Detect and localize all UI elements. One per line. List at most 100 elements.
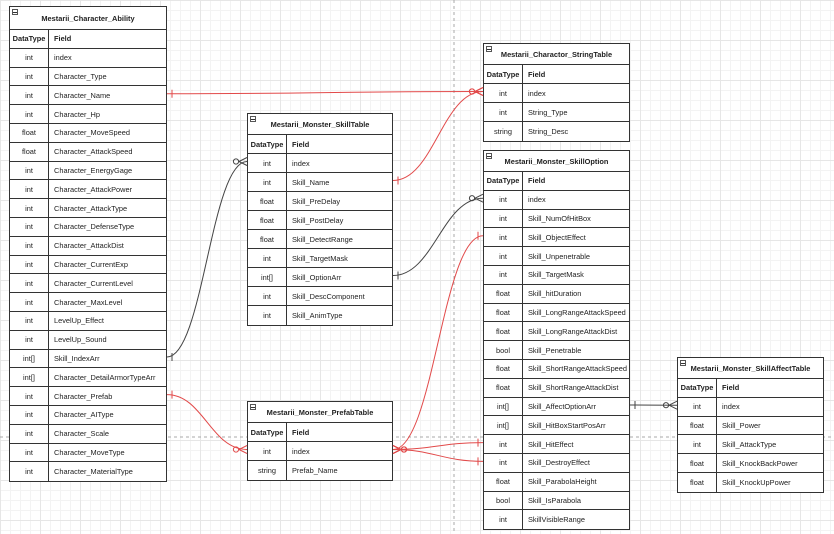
field-cell: index [528, 195, 546, 205]
table-row[interactable]: int[]Skill_IndexArr [10, 349, 166, 369]
field-cell: index [292, 158, 310, 168]
field-cell: Character_AttackDist [54, 241, 124, 251]
collapse-icon[interactable] [250, 116, 256, 122]
field-cell: Character_DefenseType [54, 222, 135, 232]
table-title[interactable]: Mestarii_Monster_SkillAffectTable [678, 358, 823, 379]
field-cell: index [528, 88, 546, 98]
table-row[interactable]: int[]Skill_AffectOptionArr [484, 397, 629, 417]
table-title[interactable]: Mestarii_Character_Ability [10, 7, 166, 30]
table-row[interactable]: int index [484, 84, 629, 103]
table-row[interactable]: int[]Character_DetailArmorTypeArr [10, 368, 166, 388]
table-title-text: Mestarii_Monster_PrefabTable [266, 407, 374, 417]
table-title[interactable]: Mestarii_Charactor_StringTable [484, 44, 629, 65]
table-title[interactable]: Mestarii_Monster_SkillTable [248, 114, 392, 135]
field-cell: Skill_DestroyEffect [528, 458, 590, 468]
field-cell: Skill_Power [722, 420, 761, 430]
field-cell: Skill_LongRangeAttackDist [528, 326, 618, 336]
collapse-icon[interactable] [12, 9, 18, 15]
table-row[interactable]: float Skill_Power [678, 416, 823, 436]
field-cell: Character_Scale [54, 429, 110, 439]
table-row[interactable]: int[]Skill_HitBoxStartPosArr [484, 416, 629, 436]
datatype-cell: int[] [10, 368, 49, 387]
datatype-cell: float [678, 416, 717, 435]
field-cell: Skill_KnockUpPower [722, 477, 791, 487]
collapse-icon[interactable] [486, 46, 492, 52]
field-cell: Skill_ShortRangeAttackSpeed [528, 364, 628, 374]
field-cell: index [292, 446, 310, 456]
collapse-icon[interactable] [680, 360, 686, 366]
field-cell: Skill_AnimType [292, 311, 343, 320]
datatype-cell: float [484, 284, 523, 303]
table-title[interactable]: Mestarii_Monster_SkillOption [484, 151, 629, 172]
datatype-cell: int [248, 173, 287, 191]
collapse-icon[interactable] [486, 153, 492, 159]
datatype-cell: int [484, 84, 523, 102]
collapse-icon[interactable] [250, 404, 256, 410]
table-row[interactable]: int[]Skill_OptionArr [248, 268, 392, 287]
field-cell: Skill_Unpenetrable [528, 251, 591, 261]
table-title[interactable]: Mestarii_Monster_PrefabTable [248, 402, 392, 423]
table-title-text: Mestarii_Monster_SkillTable [270, 119, 370, 129]
